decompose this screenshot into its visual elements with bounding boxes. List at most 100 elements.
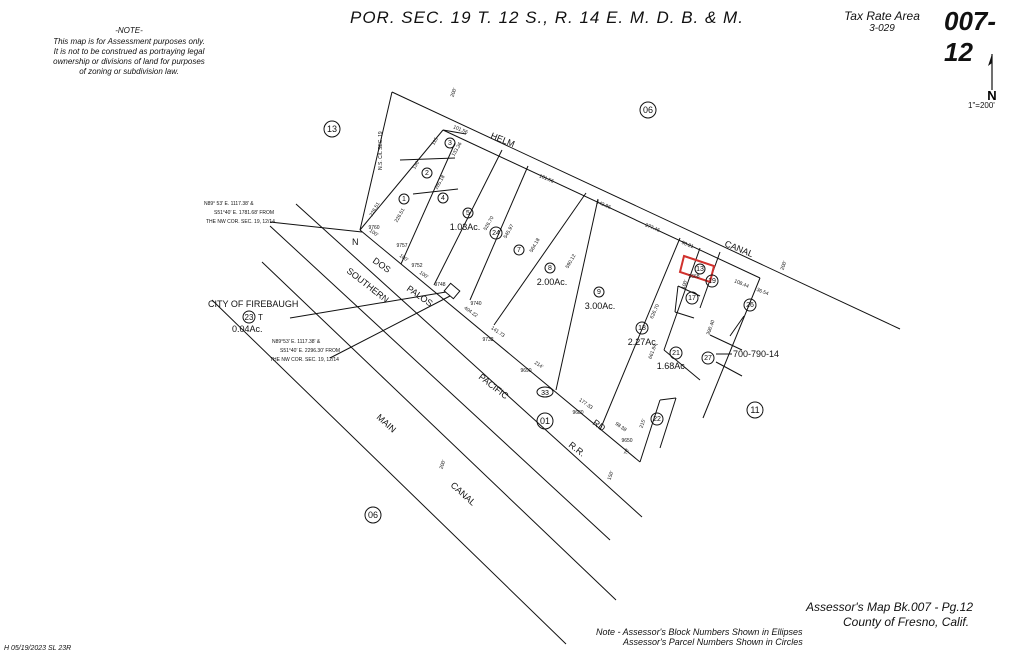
svg-text:22: 22 bbox=[653, 416, 661, 423]
street-label-helm: HELM bbox=[489, 131, 516, 150]
dimension-label: 226.51 bbox=[394, 207, 407, 223]
address-label: 9732 bbox=[482, 337, 493, 343]
parcel-circle-24: 24 bbox=[489, 226, 503, 240]
svg-text:18: 18 bbox=[638, 325, 646, 332]
dimension-label: 277.46 bbox=[644, 222, 661, 233]
dimension-label: 661.84 bbox=[648, 343, 659, 360]
dimension-label: 130 bbox=[411, 160, 420, 170]
street-label-canal-bottom: CANAL bbox=[449, 480, 478, 508]
dimension-label: 590.12 bbox=[565, 253, 578, 269]
apn-callout: 700-790-14 bbox=[733, 349, 779, 359]
city-parcel-area: 0.04Ac. bbox=[232, 324, 263, 334]
street-label-dos: DOS bbox=[371, 255, 393, 274]
dimension-label: 215' bbox=[639, 418, 648, 429]
map-number: 007-12 bbox=[944, 6, 997, 67]
parcel-circle-9: 9 bbox=[593, 286, 605, 298]
block-circle-06-bottom: 06 bbox=[364, 506, 382, 524]
parcel-circle-23: 23 bbox=[242, 310, 256, 324]
svg-text:26: 26 bbox=[746, 302, 754, 309]
dimension-label: 390.40 bbox=[706, 319, 717, 336]
tax-rate-area-code: 3-029 bbox=[869, 23, 895, 34]
dimension-label: 101.56 bbox=[538, 173, 555, 184]
svg-text:06: 06 bbox=[368, 510, 378, 520]
svg-text:2: 2 bbox=[425, 170, 429, 177]
parcel-circle-2: 2 bbox=[421, 167, 433, 179]
block-circle-13: 13 bbox=[323, 120, 341, 138]
dimension-label: 200' bbox=[780, 260, 789, 271]
street-label-rd: RD bbox=[591, 417, 608, 433]
address-label: 9757 bbox=[396, 243, 407, 249]
parcel-area-8: 2.00Ac. bbox=[537, 277, 568, 287]
parcel-area-21: 1.68Ac. bbox=[657, 361, 688, 371]
dimension-label: 626.70 bbox=[649, 303, 661, 320]
block-circle-01: 01 bbox=[536, 412, 554, 430]
note-line: ownership or divisions of land for purpo… bbox=[53, 57, 205, 66]
dimension-label: 108.44 bbox=[733, 278, 750, 289]
address-label: 9748 bbox=[434, 282, 445, 288]
main-canal-bank bbox=[211, 299, 567, 645]
dos-palos-road-edge bbox=[359, 229, 641, 463]
assessor-map-ref: Assessor's Map Bk.007 - Pg.12 bbox=[806, 600, 974, 614]
parcel-circle-7: 7 bbox=[513, 244, 525, 256]
block-ellipse-33: 33 bbox=[536, 386, 554, 398]
assessment-note: -NOTE- This map is for Assessment purpos… bbox=[40, 26, 218, 77]
address-label: 9650 bbox=[621, 438, 632, 444]
dimension-label: 200' bbox=[439, 459, 448, 470]
highlighted-parcel bbox=[678, 254, 716, 284]
railroad-line bbox=[269, 225, 611, 541]
parcel-circle-8: 8 bbox=[544, 262, 556, 274]
street-label-palos: PALOS bbox=[405, 283, 435, 308]
parcel-circle-18: 18 bbox=[635, 321, 649, 335]
helm-canal-bank bbox=[391, 91, 901, 330]
parcel-circle-21: 21 bbox=[669, 346, 683, 360]
callout-top-line: THE NW COR. SEC. 19, 12/14 bbox=[206, 219, 275, 225]
svg-text:11: 11 bbox=[750, 405, 759, 415]
dimension-label: 100' bbox=[418, 270, 429, 280]
dimension-label: 150' bbox=[607, 470, 616, 481]
dimension-label: 545.97 bbox=[503, 223, 516, 239]
dimension-label: 36.54 bbox=[755, 287, 769, 297]
parcel-area-9: 3.00Ac. bbox=[585, 301, 616, 311]
address-label: 9752 bbox=[411, 263, 422, 269]
north-arrow-icon: N bbox=[987, 54, 997, 102]
address-label: 9680 bbox=[572, 410, 583, 416]
street-label-rr: R.R. bbox=[567, 440, 587, 459]
svg-text:01: 01 bbox=[540, 416, 550, 426]
dimension-label: 98.38 bbox=[614, 421, 628, 433]
legend-note-line: Note - Assessor's Block Numbers Shown in… bbox=[596, 627, 803, 637]
county-label: County of Fresno, Calif. bbox=[843, 615, 970, 629]
parcel-area-18: 2.27Ac. bbox=[628, 337, 659, 347]
svg-text:23: 23 bbox=[245, 313, 254, 322]
north-letter: N bbox=[987, 88, 996, 102]
svg-text:8: 8 bbox=[548, 265, 552, 272]
map-scale: 1"=200' bbox=[968, 101, 995, 110]
note-line: This map is for Assessment purposes only… bbox=[53, 37, 205, 46]
block-circle-11: 11 bbox=[746, 401, 764, 419]
main-canal-bank bbox=[261, 261, 617, 601]
parcel-circle-22: 22 bbox=[650, 412, 664, 426]
railroad-line bbox=[295, 203, 643, 518]
svg-text:4: 4 bbox=[441, 195, 445, 202]
svg-text:06: 06 bbox=[643, 105, 653, 115]
note-line: It is not to be construed as portraying … bbox=[53, 47, 205, 56]
city-parcel-tag: T bbox=[258, 313, 263, 322]
parcel-circle-26: 26 bbox=[743, 298, 757, 312]
svg-text:13: 13 bbox=[327, 124, 337, 134]
parcel-circle-17: 17 bbox=[685, 291, 699, 305]
dimension-label: 115 bbox=[431, 136, 440, 146]
city-label: CITY OF FIREBAUGH bbox=[208, 299, 298, 309]
note-heading: -NOTE- bbox=[115, 26, 143, 35]
legend-note: Note - Assessor's Block Numbers Shown in… bbox=[596, 627, 803, 647]
block-circle-06: 06 bbox=[639, 101, 657, 119]
dimension-label: 70' bbox=[623, 448, 631, 456]
svg-text:5: 5 bbox=[466, 210, 470, 217]
parcel-circle-27: 27 bbox=[701, 351, 715, 365]
callout-bottom-line: N89°53' E. 1117.38' & bbox=[272, 339, 321, 345]
svg-text:17: 17 bbox=[688, 295, 696, 302]
street-label-main: MAIN bbox=[375, 412, 398, 434]
street-label-pacific: PACIFIC bbox=[477, 372, 511, 402]
svg-text:3: 3 bbox=[448, 140, 452, 147]
parcel-circle-4: 4 bbox=[437, 192, 449, 204]
dimension-label: 90.21 bbox=[680, 240, 694, 250]
dimension-label: 100' bbox=[398, 253, 409, 263]
